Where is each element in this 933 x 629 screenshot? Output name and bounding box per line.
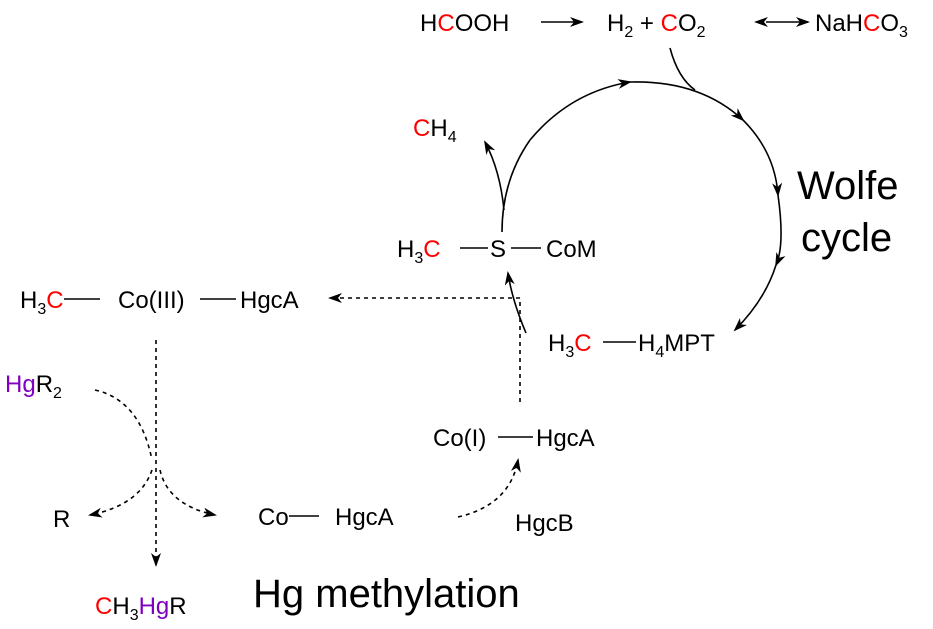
cycle-arc-right [742, 119, 783, 197]
hgca-label: HgcA [240, 287, 299, 314]
methane-release-arrow [484, 140, 505, 211]
wolfe-cycle-title-line2: cycle [801, 216, 892, 260]
r-release-dashed-arrow [88, 469, 153, 518]
com-to-cycle-arc [501, 139, 531, 233]
wolfe-cycle-title-line1: Wolfe [797, 164, 899, 208]
r-label: R [53, 506, 70, 533]
hgr2-label: HgR2 [5, 371, 62, 402]
methyl-com-methyl: H3C [397, 236, 441, 267]
h4mpt-to-com-arrow [504, 271, 527, 334]
methyl-h4mpt-methyl: H3C [548, 330, 592, 361]
cobalt-label: Co [258, 504, 289, 531]
methylmercury-label: CH3HgR [95, 593, 187, 624]
cycle-arc-right-lower [775, 194, 786, 267]
hgr2-entry-dashed [94, 389, 153, 461]
methyl-cobalamin-methyl: H3C [20, 287, 64, 318]
bicarbonate-label: NaHCO3 [815, 10, 908, 41]
cobalt-iii-label: Co(III) [118, 287, 185, 314]
cycle-arc-top-left [529, 79, 632, 141]
methyl-com-com: CoM [546, 236, 597, 263]
hgcb-label: HgcB [515, 510, 574, 537]
co1-hgca-label: HgcA [536, 425, 595, 452]
co-hgca-label: HgcA [335, 504, 394, 531]
h4mpt-label: H4MPT [638, 330, 715, 361]
cobalt-i-label: Co(I) [433, 425, 486, 452]
co2-entry-arrow [669, 47, 696, 91]
hgcb-reduction-dashed-arrow [457, 458, 521, 518]
methyl-com-sulfur: S [490, 236, 506, 263]
hg-methylation-title: Hg methylation [253, 572, 520, 616]
co-release-dashed-arrow [159, 469, 217, 518]
methane-label: CH4 [413, 115, 457, 146]
h2-co2-label: H2 + CO2 [607, 10, 706, 41]
cycle-arc-top-right [629, 81, 745, 122]
cycle-arc-bottom-right [733, 264, 777, 332]
formic-acid-label: HCOOH [420, 10, 509, 37]
